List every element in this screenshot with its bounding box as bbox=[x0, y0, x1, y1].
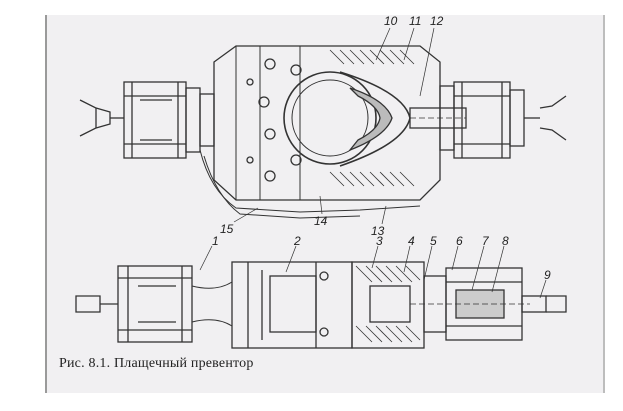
label-5: 5 bbox=[430, 234, 437, 248]
label-7: 7 bbox=[482, 234, 489, 248]
label-10: 10 bbox=[384, 14, 398, 28]
label-12: 12 bbox=[430, 14, 444, 28]
figure-caption: Рис. 8.1. Плащечный превентор bbox=[59, 356, 254, 371]
bottom-view bbox=[75, 245, 567, 349]
label-11: 11 bbox=[409, 14, 422, 28]
label-9: 9 bbox=[544, 268, 551, 282]
top-view bbox=[79, 27, 567, 225]
label-14: 14 bbox=[314, 214, 328, 228]
label-8: 8 bbox=[502, 234, 509, 248]
label-13: 13 bbox=[371, 224, 385, 238]
label-2: 2 bbox=[294, 234, 301, 248]
label-3: 3 bbox=[376, 234, 383, 248]
label-1: 1 bbox=[212, 234, 219, 248]
label-15: 15 bbox=[220, 222, 234, 236]
label-6: 6 bbox=[456, 234, 463, 248]
label-4: 4 bbox=[408, 234, 415, 248]
